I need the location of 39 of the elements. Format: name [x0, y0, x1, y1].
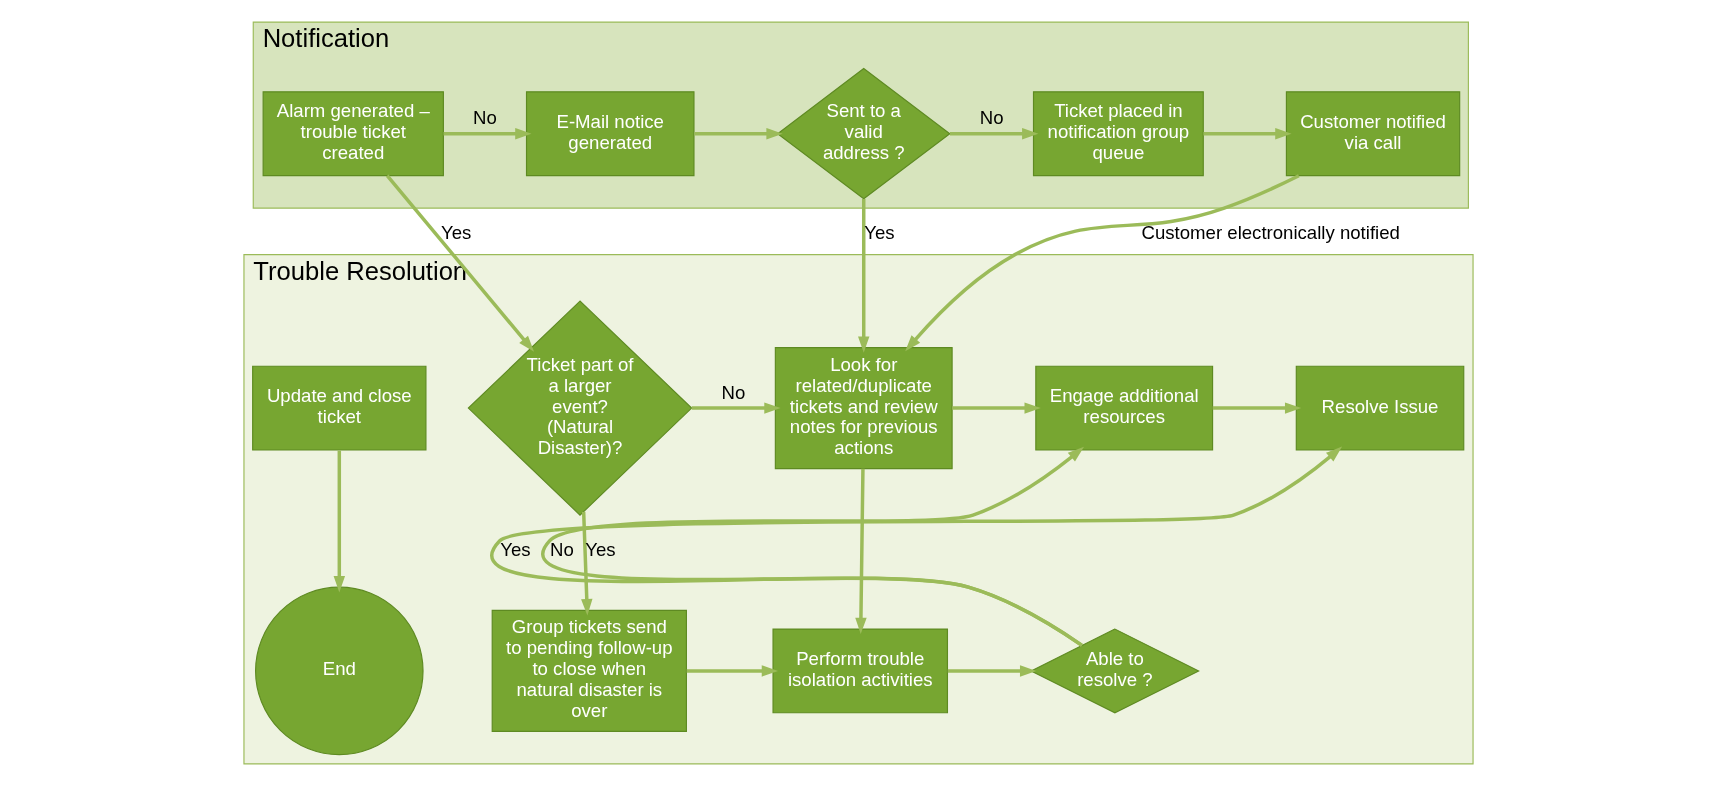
arrow — [581, 511, 593, 616]
arrow — [1203, 128, 1292, 140]
arrow — [905, 174, 1300, 352]
edge-label: No — [721, 381, 746, 403]
arrow — [691, 402, 781, 414]
arrow — [1212, 402, 1302, 414]
node-box: Engage additional resources — [1035, 365, 1214, 451]
arrow — [385, 174, 535, 352]
edge-label: Yes — [441, 222, 472, 244]
edge-label: Yes — [585, 538, 616, 560]
arrow — [858, 199, 870, 353]
arrow — [855, 468, 867, 635]
node-box: Look for related/duplicate tickets and review notes for previous actions — [774, 347, 953, 470]
arrow — [947, 665, 1037, 677]
node-box: Update and close ticket — [252, 365, 427, 451]
arrow — [686, 665, 779, 677]
arrow — [949, 128, 1039, 140]
node-box: E-Mail notice generated — [525, 91, 695, 177]
arrow — [333, 450, 346, 593]
edge-label: No — [979, 107, 1004, 129]
edge-label: Yes — [864, 222, 895, 244]
node-diamond: Sent to a valid address ? — [776, 67, 951, 200]
arrow — [443, 128, 532, 140]
arrow — [952, 402, 1041, 414]
arrow — [694, 128, 783, 140]
edge-label: Yes — [500, 538, 531, 560]
edge-label: Customer electronically notified — [1141, 222, 1400, 244]
node-circle: End — [255, 586, 424, 756]
node-box: Resolve Issue — [1295, 365, 1465, 451]
node-box: Ticket placed in notification group queue — [1032, 91, 1204, 177]
node-box: Customer notified via call — [1285, 91, 1461, 177]
node-box: Alarm generated – trouble ticket created — [262, 91, 444, 177]
node-box: Group tickets send to pending follow-up to close when natural disaster is over — [491, 609, 687, 732]
arrow — [492, 446, 1343, 647]
arrow — [543, 446, 1085, 647]
edge-label: No — [550, 538, 574, 560]
node-diamond: Ticket part of a larger event? (Natural Disaster)? — [467, 300, 693, 516]
edge-label: No — [473, 107, 497, 129]
node-box: Perform trouble isolation activities — [772, 628, 949, 714]
